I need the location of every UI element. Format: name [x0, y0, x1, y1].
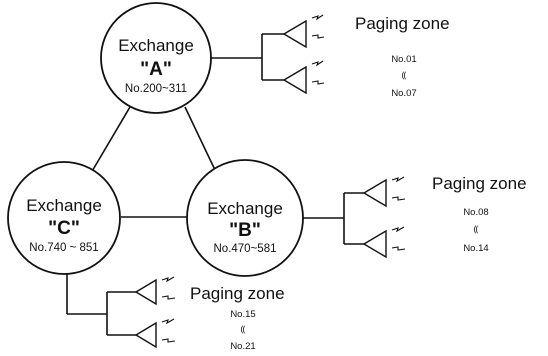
paging-zone-a-title: Paging zone	[355, 14, 450, 33]
paging-zone-b-sep: ⸨	[474, 224, 479, 234]
exchange-a: Exchange "A" No.200~311	[100, 2, 212, 114]
exchange-b: Exchange "B" No.470~581	[186, 159, 304, 277]
exchange-c-range: No.740 ~ 851	[29, 242, 98, 254]
paging-zone-a-sep: ⸨	[402, 70, 407, 80]
exchange-b-range: No.470~581	[214, 243, 277, 255]
speaker-icon	[282, 60, 325, 95]
speaker-icon	[362, 176, 406, 208]
speaker-icon	[134, 276, 176, 306]
paging-zone-b-title: Paging zone	[432, 174, 527, 193]
exchange-c: Exchange "C" No.740 ~ 851	[7, 161, 121, 275]
paging-zone-a: Paging zone No.01 ⸨ No.07	[355, 14, 450, 99]
exchange-a-word: Exchange	[118, 36, 194, 55]
speaker-icon	[362, 226, 406, 259]
link-a-c	[90, 106, 131, 174]
paging-zone-c-to: No.21	[230, 341, 255, 352]
exchange-a-id: "A"	[140, 59, 172, 80]
exchange-c-word: Exchange	[26, 196, 102, 215]
exchange-b-id: "B"	[229, 220, 261, 241]
paging-zone-b: Paging zone No.08 ⸨ No.14	[432, 174, 527, 254]
exchange-b-word: Exchange	[207, 199, 283, 218]
speaker-group-a	[211, 14, 325, 95]
paging-zone-a-from: No.01	[391, 54, 416, 65]
exchange-links	[90, 106, 216, 218]
exchange-b-circle	[186, 159, 304, 277]
paging-zone-c-sep: ⸨	[241, 324, 246, 334]
exchange-c-id: "C"	[48, 218, 80, 239]
paging-zone-c-from: No.15	[230, 309, 255, 320]
paging-zone-b-to: No.14	[463, 243, 488, 254]
paging-zone-a-to: No.07	[391, 88, 416, 99]
exchange-c-circle	[7, 161, 121, 275]
paging-zone-c: Paging zone No.15 ⸨ No.21	[190, 284, 285, 352]
speaker-group-c	[66, 274, 176, 349]
speaker-icon	[282, 14, 325, 49]
link-a-b	[184, 106, 216, 171]
paging-zone-c-title: Paging zone	[190, 284, 285, 303]
exchange-a-range: No.200~311	[125, 83, 187, 95]
paging-zone-b-from: No.08	[463, 207, 488, 218]
speaker-icon	[134, 318, 176, 349]
speaker-group-b	[303, 176, 406, 259]
exchange-a-circle	[100, 2, 212, 114]
